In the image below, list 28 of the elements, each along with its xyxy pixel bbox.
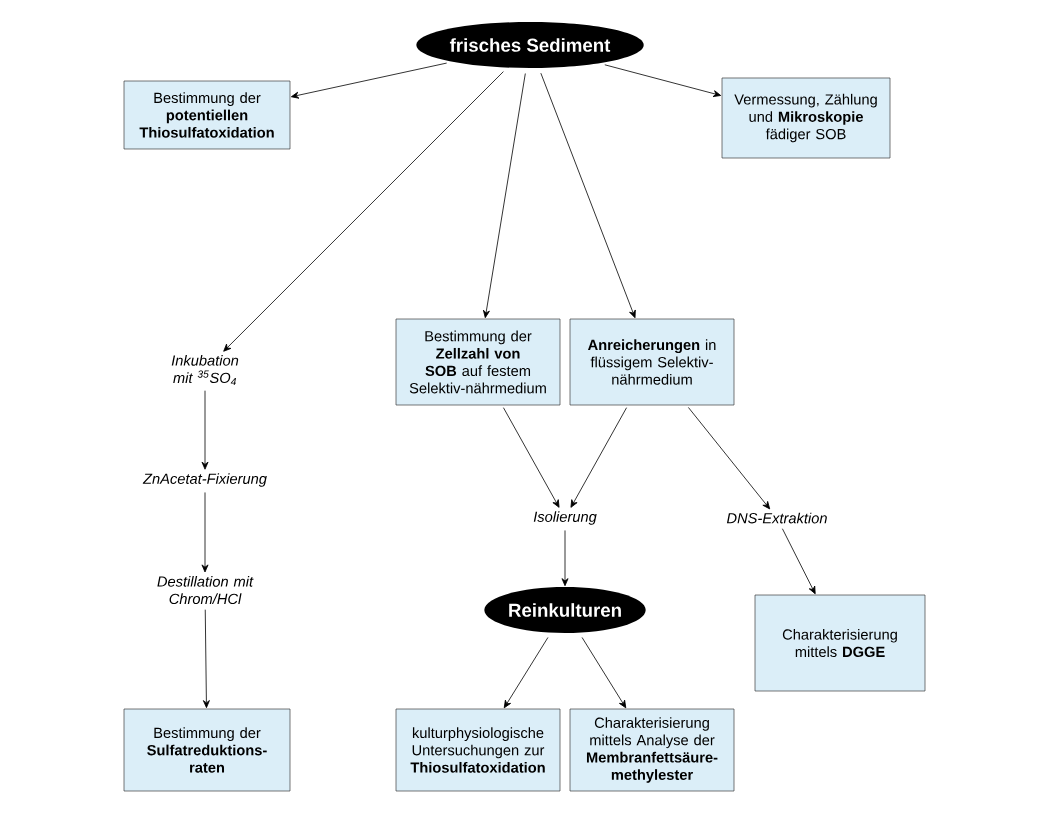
step-label: DNS-Extraktion: [726, 512, 827, 524]
step-label: Destillation mit Chrom/HCl: [157, 575, 254, 605]
arrow: [581, 637, 627, 709]
arrow: [201, 390, 209, 470]
process-box: Bestimmung der potentiellen Thiosulfatoxidation: [123, 80, 291, 150]
arrow: [201, 492, 209, 573]
arrow: [604, 64, 722, 98]
step-label: ZnAcetat-Fixierung: [142, 473, 267, 487]
process-box: Bestimmung der Zellzahl von SOB auf festem Selektiv-nährmedium: [395, 318, 561, 406]
arrow: [561, 530, 569, 587]
arrow: [503, 407, 560, 508]
arrow: [540, 72, 636, 319]
arrow: [290, 62, 448, 99]
arrow: [202, 609, 210, 709]
step-label: Inkubation mit $^{35}$SO$_{4}$: [171, 354, 239, 386]
process-box: Vermessung, Zählung und Mikroskopie fädiger SOB: [721, 77, 891, 159]
arrow: [782, 528, 816, 595]
process-box: Charakterisierung mittels DGGE: [754, 594, 926, 692]
process-box: kulturphysiologische Untersuchungen zur Thiosulfatoxidation: [395, 708, 561, 792]
arrow: [570, 407, 627, 508]
arrow: [483, 73, 526, 319]
process-box: Charakterisierung mittels Analyse der Membranfettsäure-methylester: [569, 708, 735, 792]
step-label: Isolierung: [533, 511, 597, 525]
arrow: [687, 407, 771, 510]
process-box: Anreicherungen in flüssigem Selektiv-nährmedium: [569, 318, 735, 406]
arrow: [223, 71, 504, 352]
arrow: [503, 637, 549, 709]
process-box: Bestimmung der Sulfatreduktions-raten: [123, 708, 291, 792]
